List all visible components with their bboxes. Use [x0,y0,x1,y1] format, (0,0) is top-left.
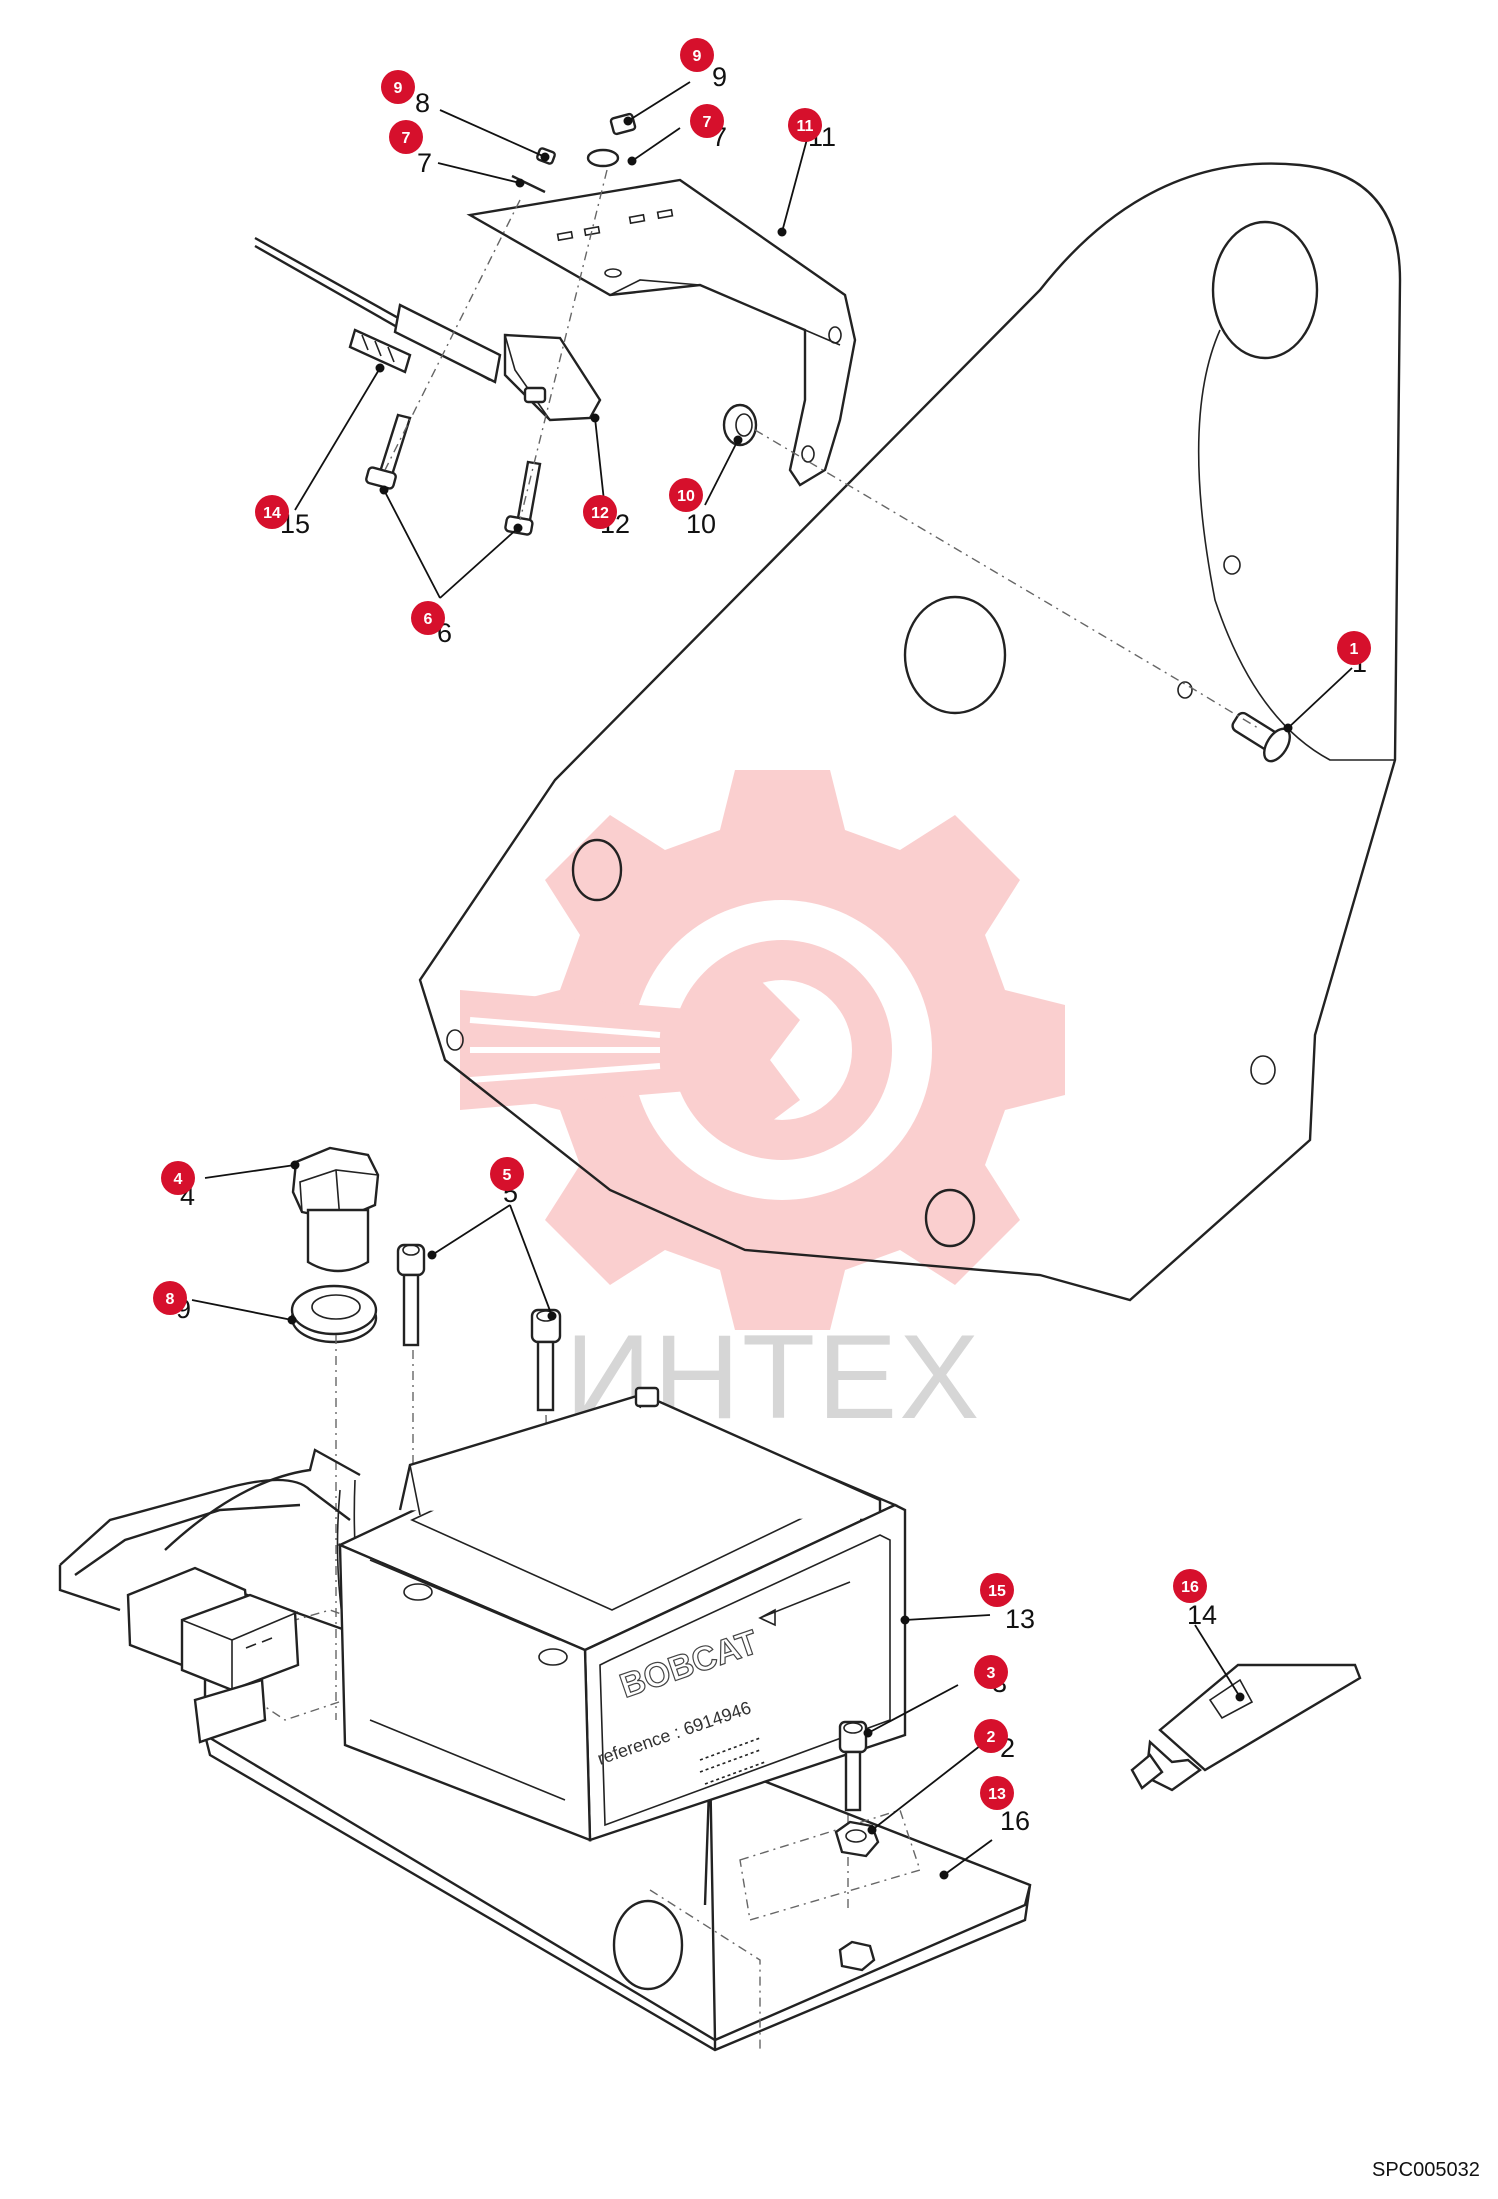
part-label-13: 16 [1000,1806,1030,1836]
callout-badge-label: 15 [988,1583,1006,1600]
screw-part-3 [838,1720,868,1812]
part-label-15: 13 [1005,1604,1035,1634]
callout-badge-14: 14 [255,495,289,529]
leader-dots [287,116,1293,1880]
callout-badge-circle [788,108,822,142]
watermark-gear-icon [460,770,1065,1330]
callout-badge-9b: 9 [680,38,714,72]
screw-part-6-right [504,460,542,536]
callout-badge-circle [974,1655,1008,1689]
grommet-part-10 [722,403,758,447]
callout-badge-label: 13 [988,1786,1006,1803]
washer-part-8 [290,1284,378,1344]
washer-part-7-left [511,174,546,194]
bolt-part-1 [1231,711,1291,763]
callout-badge-circle [974,1719,1008,1753]
callout-badge-circle [680,38,714,72]
nut-part-9-right [609,112,637,136]
callout-badge-circle [161,1161,195,1195]
part-label-7-left: 7 [417,148,432,178]
callout-badge-label: 9 [693,48,702,65]
diagram-code: SPC005032 [1372,2159,1480,2181]
callout-badge-circle [583,495,617,529]
tube-part-16 [1130,1663,1362,1792]
callout-badge-label: 10 [677,488,695,505]
bracket-part-11 [466,178,857,487]
callout-badge-10: 10 [669,478,703,512]
callout-badge-label: 14 [263,505,281,522]
callout-badge-circle [1337,631,1371,665]
screw-part-5-right [530,1308,562,1412]
callout-badge-label: 5 [503,1167,512,1184]
clip-part-14 [348,328,412,374]
callout-badge-12: 12 [583,495,617,529]
callout-badge-circle [381,70,415,104]
callout-badge-label: 16 [1181,1579,1199,1596]
callout-badge-6: 6 [411,601,445,635]
screw-part-5-left [396,1243,426,1347]
nut-part-2 [834,1820,880,1858]
connector-plug [126,1566,300,1744]
callout-badge-8: 8 [153,1281,187,1315]
callout-badge-label: 8 [166,1291,175,1308]
callout-badge-label: 1 [1350,641,1359,658]
part-label-16: 14 [1187,1600,1217,1630]
callout-badge-1: 1 [1337,631,1371,665]
callout-badge-9a: 9 [381,70,415,104]
callout-badge-label: 4 [174,1171,183,1188]
callout-badge-7b: 7 [690,104,724,138]
callout-badge-label: 7 [703,114,712,131]
callout-badge-13: 13 [980,1776,1014,1810]
callout-badge-circle [980,1573,1014,1607]
washer-part-7-right [586,148,620,168]
switch-assembly-part-12 [254,236,602,422]
nut-part-2-lower [838,1940,876,1972]
part-label-9-right: 9 [712,62,727,92]
callout-badge-circle [690,104,724,138]
callout-badge-label: 6 [424,611,433,628]
screw-part-6-left [365,413,412,490]
callout-badge-5: 5 [490,1157,524,1191]
callout-badge-label: 9 [394,80,403,97]
callout-badge-circle [389,120,423,154]
part-label-9-left: 8 [415,88,430,118]
callout-badge-16: 16 [1173,1569,1207,1603]
callout-badge-label: 12 [591,505,609,522]
callout-badge-label: 2 [987,1729,996,1746]
callout-badge-label: 11 [797,118,814,135]
callout-badge-label: 3 [987,1665,996,1682]
callout-badge-label: 7 [402,130,411,147]
callout-badge-15: 15 [980,1573,1014,1607]
mounting-plate [418,162,1402,1302]
callout-badge-circle [980,1776,1014,1810]
callout-badge-circle [255,495,289,529]
callout-badge-3: 3 [974,1655,1008,1689]
callout-badge-circle [490,1157,524,1191]
callout-badge-2: 2 [974,1719,1008,1753]
callout-badge-11: 11 [788,108,822,142]
leader-lines [191,81,1353,1876]
callout-badge-circle [669,478,703,512]
callout-badge-circle [411,601,445,635]
bolt-part-4 [291,1146,380,1273]
callout-badge-circle [1173,1569,1207,1603]
callout-badge-4: 4 [161,1161,195,1195]
callout-badge-circle [153,1281,187,1315]
sensor-box-part-15: BOBCAT reference : 6914946 [337,1386,907,1842]
callout-badge-7a: 7 [389,120,423,154]
part-label-10: 10 [686,509,716,539]
